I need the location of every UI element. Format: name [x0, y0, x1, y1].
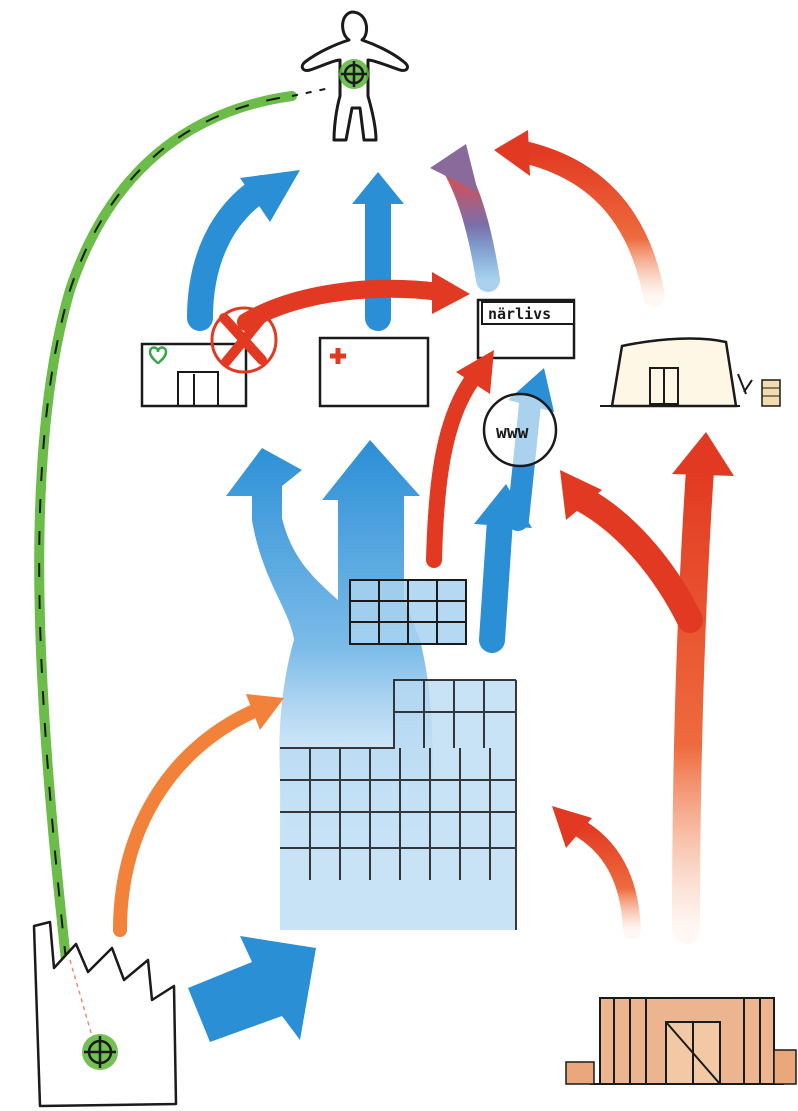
arrow-to-grocery-red [426, 350, 494, 568]
traceability-arc [34, 87, 331, 965]
warehouse-small [349, 579, 467, 645]
arrow-pharmacy-to-consumer [187, 170, 300, 331]
arrow-pharmacy-to-grocery [237, 272, 470, 331]
arrow-clinic-to-consumer [352, 172, 404, 331]
warehouse-large [280, 679, 517, 930]
arrow-farm-to-grocery [560, 470, 703, 633]
arrow-factory-bulk [188, 936, 316, 1042]
cancel-icon [210, 306, 278, 374]
arrow-factory-to-warehouse [113, 694, 284, 937]
target-icon [339, 59, 369, 89]
hay-bale-right [773, 1049, 797, 1085]
market-tent [600, 337, 781, 408]
consumer-figure [300, 10, 409, 142]
plus-icon [330, 348, 346, 364]
factory-target-icon [82, 1034, 118, 1070]
arrow-farm-to-market [672, 432, 734, 944]
clinic-building [318, 336, 430, 408]
web-node: www [482, 392, 558, 468]
hay-bale-left [565, 1061, 595, 1085]
arrow-farm-to-warehouse [552, 806, 641, 939]
factory-icon [32, 920, 178, 1108]
arrow-warehouse-to-web [474, 484, 532, 653]
crate [761, 379, 781, 407]
arrow-market-to-consumer [494, 130, 665, 307]
factory-link-line [69, 959, 93, 1037]
grocery-sign-label: närlivs [488, 305, 551, 323]
grocery-store: närlivs [476, 298, 576, 360]
tent-icon [610, 337, 738, 408]
barn-icon [565, 997, 797, 1085]
heart-icon [148, 346, 168, 365]
arrow-grocery-to-consumer [430, 144, 500, 292]
grocery-sign [481, 301, 575, 325]
web-label: www [496, 422, 529, 443]
pharmacy-building [140, 342, 248, 408]
